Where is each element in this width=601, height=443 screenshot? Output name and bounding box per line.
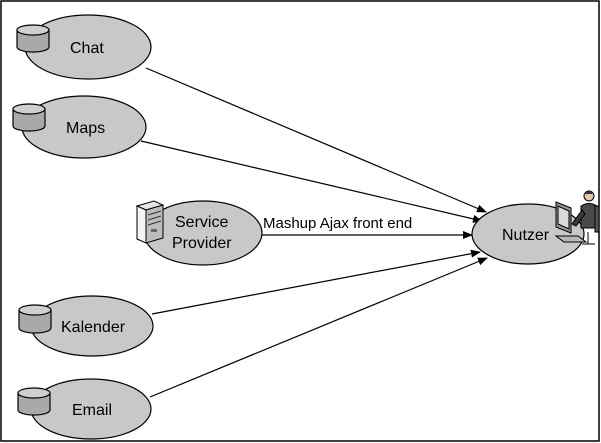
node-kalender-label: Kalender <box>61 319 126 336</box>
node-maps-label: Maps <box>66 120 105 137</box>
server-icon <box>135 200 165 244</box>
node-service-label-line1: Service <box>175 214 228 231</box>
edge-label-service-to-nutzer: Mashup Ajax front end <box>263 215 412 232</box>
node-kalender: Kalender <box>18 295 154 357</box>
node-nutzer: Nutzer <box>471 190 600 265</box>
node-email: Email <box>17 378 152 440</box>
edge-maps-to-nutzer <box>140 140 483 223</box>
database-icon <box>18 304 52 334</box>
node-service-provider: Service Provider <box>135 200 263 266</box>
node-nutzer-label: Nutzer <box>502 227 550 244</box>
node-email-label: Email <box>72 402 112 419</box>
edge-chat-to-nutzer <box>145 67 487 213</box>
node-service-label-line2: Provider <box>172 235 232 252</box>
database-icon <box>17 387 51 416</box>
database-icon <box>12 103 46 132</box>
node-chat-label: Chat <box>70 40 104 57</box>
database-icon <box>16 24 50 53</box>
edge-kalender-to-nutzer <box>151 249 481 315</box>
node-maps: Maps <box>12 95 147 159</box>
node-chat: Chat <box>16 14 152 80</box>
edges <box>140 67 488 398</box>
user-at-computer-icon <box>554 190 600 245</box>
edge-email-to-nutzer <box>149 257 488 398</box>
